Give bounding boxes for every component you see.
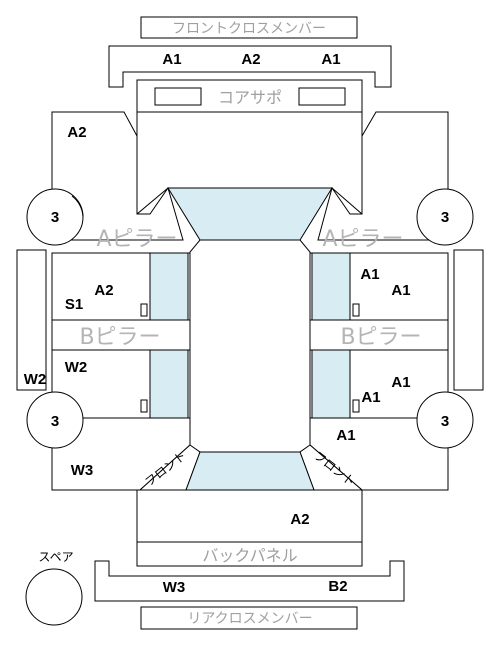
windshield bbox=[167, 187, 333, 241]
spare-tire-circle bbox=[25, 568, 83, 626]
handle-rear-right bbox=[352, 399, 360, 413]
a-pillar-left-label: Aピラー bbox=[96, 227, 177, 252]
code-rocker-left: W2 bbox=[24, 371, 47, 388]
rear-member-bracket bbox=[94, 560, 405, 602]
back-panel-box bbox=[136, 541, 363, 567]
code-rear-strut-right: 3 bbox=[441, 413, 449, 430]
code-door-front-left-s: S1 bbox=[65, 296, 83, 313]
roof-panel bbox=[189, 239, 311, 453]
code-door-front-right-2: A1 bbox=[391, 282, 410, 299]
code-quarter-left: W3 bbox=[71, 462, 94, 479]
code-rear-member-right: B2 bbox=[328, 578, 347, 595]
code-front-fender-left: A2 bbox=[67, 124, 86, 141]
code-quarter-right: A1 bbox=[336, 427, 355, 444]
rear-window bbox=[185, 451, 315, 491]
code-rear-member-left: W3 bbox=[163, 579, 186, 596]
core-support-label: コアサポ bbox=[218, 88, 282, 107]
b-pillar-right bbox=[309, 319, 449, 351]
front-fender-left bbox=[51, 111, 184, 241]
code-strut-right: 3 bbox=[441, 209, 449, 226]
handle-rear-left bbox=[140, 399, 148, 413]
rear-cross-member-label: リアクロスメンバー bbox=[187, 611, 312, 627]
rocker-left bbox=[16, 249, 47, 391]
code-trunk: A2 bbox=[290, 511, 309, 528]
back-panel-label: バックパネル bbox=[202, 546, 297, 565]
strut-right-circle bbox=[416, 188, 474, 246]
a-pillar-right-label: Aピラー bbox=[322, 227, 403, 252]
handle-front-right bbox=[352, 303, 360, 317]
trunk-lid bbox=[136, 489, 363, 543]
rear-strut-left-circle bbox=[26, 391, 84, 449]
front-cross-member-label: フロントクロスメンバー bbox=[172, 21, 326, 37]
spare-label: スペア bbox=[38, 550, 73, 564]
code-strut-left: 3 bbox=[51, 209, 59, 226]
window-front-left bbox=[149, 252, 189, 321]
window-front-right bbox=[311, 252, 351, 321]
window-rear-left bbox=[149, 349, 189, 419]
strut-left-arc bbox=[71, 195, 84, 218]
code-front-member-right: A1 bbox=[321, 51, 340, 68]
front-cross-member-box bbox=[140, 16, 358, 39]
code-door-front-left: A2 bbox=[94, 282, 113, 299]
front-fender-right bbox=[317, 111, 449, 241]
rocker-right bbox=[453, 249, 484, 391]
b-pillar-right-label: Bピラー bbox=[340, 325, 421, 350]
code-door-front-right-1: A1 bbox=[360, 266, 379, 283]
rear-strut-right-circle bbox=[416, 391, 474, 449]
code-front-member-left: A1 bbox=[162, 51, 181, 68]
code-door-rear-right-1: A1 bbox=[391, 374, 410, 391]
front-member-bracket bbox=[108, 45, 392, 88]
code-door-rear-right-2: A1 bbox=[361, 389, 380, 406]
code-door-rear-left: W2 bbox=[65, 359, 88, 376]
b-pillar-left-label: Bピラー bbox=[79, 325, 160, 350]
code-front-member-center: A2 bbox=[241, 51, 260, 68]
code-rear-strut-left: 3 bbox=[51, 413, 59, 430]
core-support-left-slot bbox=[154, 87, 202, 106]
rear-cross-member-box bbox=[140, 606, 358, 630]
core-support-right-slot bbox=[298, 87, 346, 106]
window-rear-right bbox=[311, 349, 351, 419]
handle-front-left bbox=[140, 303, 148, 317]
